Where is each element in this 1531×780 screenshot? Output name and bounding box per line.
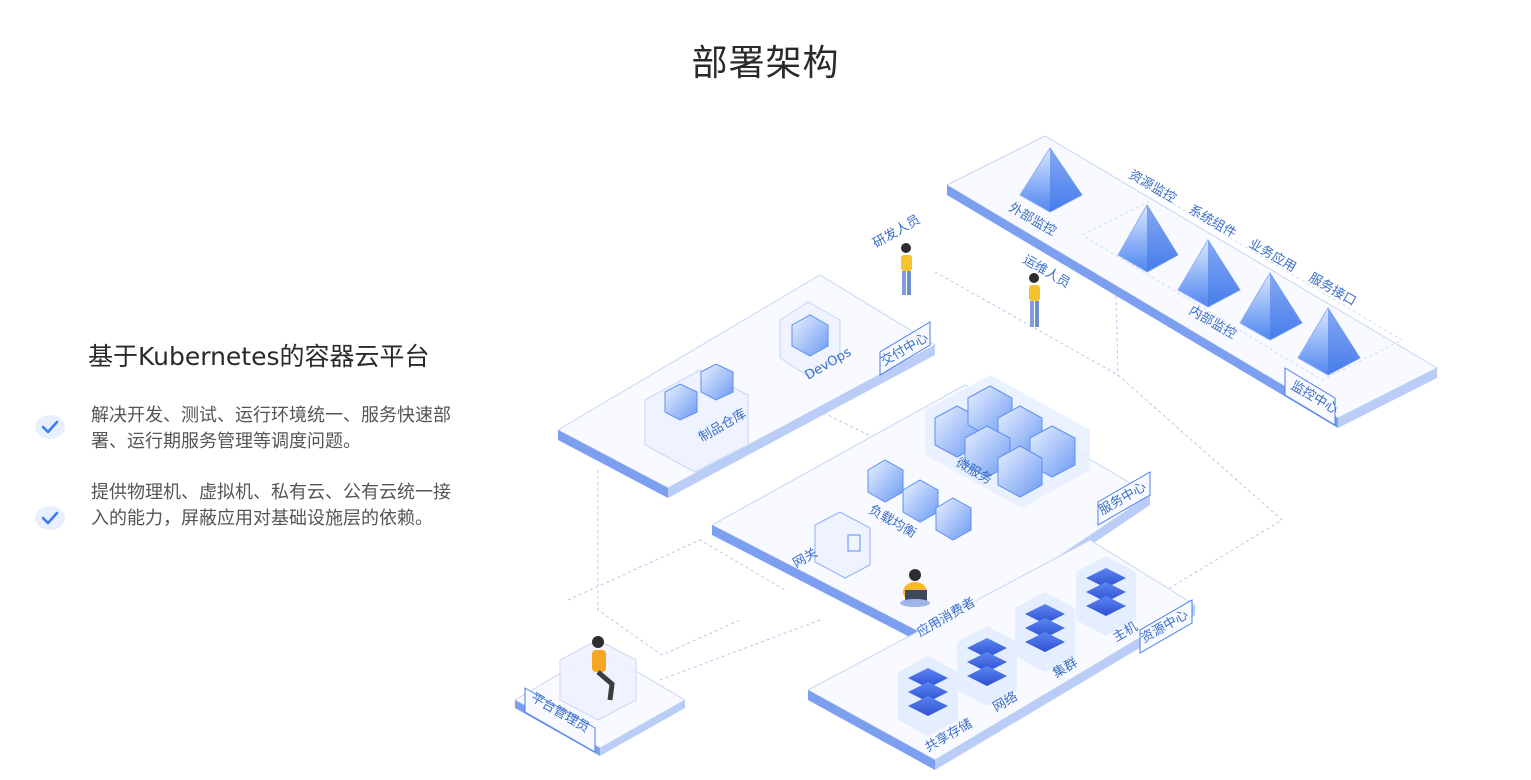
microservice-cluster-icon	[925, 375, 1090, 508]
developer-person-icon	[901, 243, 912, 295]
label-box	[524, 687, 596, 753]
ops-person-icon	[1029, 273, 1040, 327]
pyramid-icon	[1177, 239, 1241, 308]
server-stack-icon	[1015, 592, 1075, 672]
check-icon	[35, 506, 65, 530]
label-box	[1284, 367, 1336, 426]
platform-admin-person-icon	[592, 636, 615, 701]
cube-icon	[997, 445, 1043, 498]
pyramid-icon	[1117, 204, 1179, 273]
cube-icon	[700, 363, 734, 401]
cube-icon	[935, 497, 972, 541]
label-box	[879, 321, 931, 376]
feature-text: 提供物理机、虚拟机、私有云、公有云统一接入的能力，屏蔽应用对基础设施层的依赖。	[91, 482, 451, 529]
app-consumer-person-icon	[900, 569, 930, 607]
pyramid-icon	[1239, 272, 1303, 341]
gateway-icon	[814, 511, 871, 579]
feature-text: 解决开发、测试、运行环境统一、服务快速部署、运行期服务管理等调度问题。	[91, 405, 451, 452]
server-stack-icon	[957, 626, 1017, 706]
server-stack-icon	[898, 656, 958, 736]
label-box	[1139, 599, 1193, 654]
pyramid-icon	[1297, 307, 1361, 376]
devops-icon	[779, 301, 841, 377]
label-box	[1097, 471, 1151, 526]
section-subtitle: 基于Kubernetes的容器云平台	[88, 342, 430, 371]
server-stack-icon	[1076, 556, 1136, 636]
label-developer: 研发人员	[870, 212, 923, 252]
load-balance-icon	[867, 459, 972, 541]
artifact-repo-icon	[644, 363, 749, 473]
page-title: 部署架构	[691, 43, 840, 84]
cube-icon	[664, 383, 698, 421]
pyramid-icon	[1019, 147, 1083, 213]
check-icon	[35, 415, 65, 439]
